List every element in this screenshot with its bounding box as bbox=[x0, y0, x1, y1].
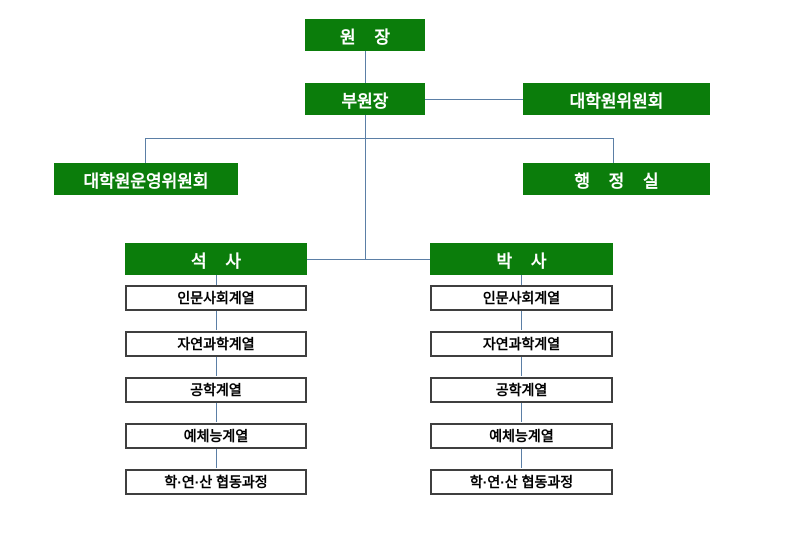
node-admin-office[interactable]: 행 정 실 bbox=[523, 163, 710, 195]
connector-bus-to-admin-office bbox=[613, 138, 614, 163]
connector-masters-stem-1 bbox=[216, 311, 217, 330]
node-graduate-committee[interactable]: 대학원위원회 bbox=[523, 83, 710, 115]
connector-spine-to-masters bbox=[307, 259, 366, 260]
node-director[interactable]: 원 장 bbox=[305, 19, 425, 51]
doctorate-program-item[interactable]: 학·연·산 협동과정 bbox=[430, 469, 613, 495]
masters-program-item[interactable]: 자연과학계열 bbox=[125, 331, 307, 357]
doctorate-program-item[interactable]: 예체능계열 bbox=[430, 423, 613, 449]
connector-doctorate-stem-4 bbox=[521, 449, 522, 468]
masters-program-item[interactable]: 공학계열 bbox=[125, 377, 307, 403]
node-vice-director[interactable]: 부원장 bbox=[305, 83, 425, 115]
connector-doctorate-stem-0 bbox=[521, 275, 522, 285]
connector-masters-stem-2 bbox=[216, 357, 217, 376]
connector-masters-stem-3 bbox=[216, 403, 217, 422]
connector-spine-to-doctorate bbox=[365, 259, 430, 260]
connector-vice-to-graduate-committee bbox=[425, 99, 523, 100]
connector-level3-bus bbox=[145, 138, 614, 139]
connector-director-to-vice bbox=[365, 51, 366, 83]
connector-masters-stem-0 bbox=[216, 275, 217, 285]
masters-program-item[interactable]: 인문사회계열 bbox=[125, 285, 307, 311]
masters-program-item[interactable]: 학·연·산 협동과정 bbox=[125, 469, 307, 495]
node-doctorate[interactable]: 박 사 bbox=[430, 243, 613, 275]
connector-doctorate-stem-3 bbox=[521, 403, 522, 422]
node-operating-committee[interactable]: 대학원운영위원회 bbox=[54, 163, 238, 195]
connector-vice-downstem bbox=[365, 115, 366, 138]
connector-bus-to-operating-committee bbox=[145, 138, 146, 163]
node-masters[interactable]: 석 사 bbox=[125, 243, 307, 275]
doctorate-program-item[interactable]: 공학계열 bbox=[430, 377, 613, 403]
connector-masters-stem-4 bbox=[216, 449, 217, 468]
connector-doctorate-stem-2 bbox=[521, 357, 522, 376]
doctorate-program-item[interactable]: 자연과학계열 bbox=[430, 331, 613, 357]
masters-program-item[interactable]: 예체능계열 bbox=[125, 423, 307, 449]
connector-center-spine bbox=[365, 138, 366, 259]
connector-doctorate-stem-1 bbox=[521, 311, 522, 330]
doctorate-program-item[interactable]: 인문사회계열 bbox=[430, 285, 613, 311]
